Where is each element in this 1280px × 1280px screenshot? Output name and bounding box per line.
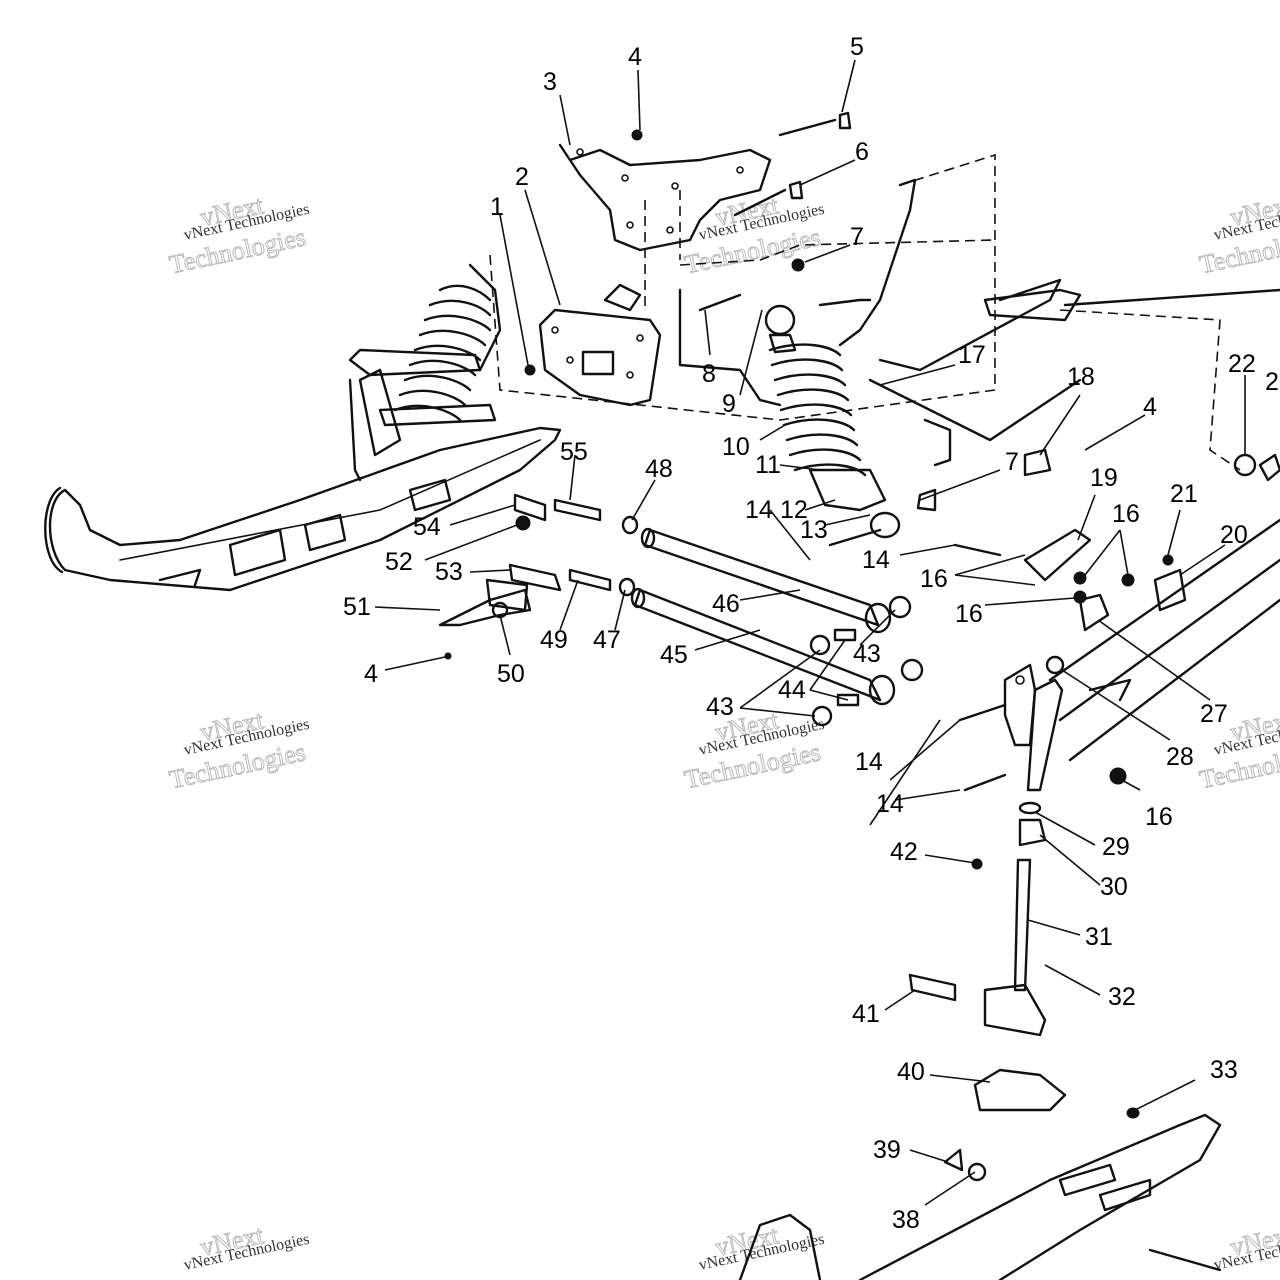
callout-label: 52 xyxy=(385,548,413,576)
callout-label: 18 xyxy=(1067,363,1095,391)
watermark: vNext vNext Technologies xyxy=(697,1220,826,1274)
callout-label: 43 xyxy=(706,693,734,721)
right-shock-absorber xyxy=(764,304,901,539)
callout-label: 39 xyxy=(873,1136,901,1164)
watermark: vNext vNext Technologies xyxy=(182,1220,311,1274)
left-shock-absorber xyxy=(393,263,502,422)
callout-label: 48 xyxy=(645,455,673,483)
callout-label: 5 xyxy=(850,33,864,61)
callout-label: 16 xyxy=(1145,803,1173,831)
callout-label: 14 xyxy=(862,546,890,574)
callout-label: 43 xyxy=(853,640,881,668)
callout-label: 42 xyxy=(890,838,918,866)
shock-mount-plate-part-2 xyxy=(538,283,662,407)
steering-bracket-part-3 xyxy=(558,143,772,310)
callout-label: 21 xyxy=(1170,480,1198,508)
rod-ends-left xyxy=(438,493,639,627)
callout-label: 1 xyxy=(490,193,504,221)
spindle-right xyxy=(908,568,1187,1037)
callout-label: 53 xyxy=(435,558,463,586)
callout-label: 32 xyxy=(1108,983,1136,1011)
callout-label: 14 xyxy=(855,748,883,776)
callout-label: 44 xyxy=(778,676,806,704)
callout-label: 50 xyxy=(497,660,525,688)
callout-label: 16 xyxy=(920,565,948,593)
watermark: vNext vNext Technologies Technologies xyxy=(1196,190,1280,280)
callout-label: 7 xyxy=(850,223,864,251)
callout-label: 30 xyxy=(1100,873,1128,901)
callout-label: 9 xyxy=(722,390,736,418)
callout-label: 51 xyxy=(343,593,371,621)
callout-label: 33 xyxy=(1210,1056,1238,1084)
callout-label: 16 xyxy=(1112,500,1140,528)
callout-label: 13 xyxy=(800,516,828,544)
callout-label: 22 xyxy=(1228,350,1256,378)
bulkhead-frame xyxy=(489,153,996,421)
callout-label: 17 xyxy=(958,341,986,369)
left-ski xyxy=(44,426,562,592)
callout-label: 11 xyxy=(755,451,781,479)
watermark: vNext vNext Technologies Technologies xyxy=(166,190,311,280)
callout-label: 28 xyxy=(1166,743,1194,771)
callout-label: 38 xyxy=(892,1206,920,1234)
callout-label: 45 xyxy=(660,641,688,669)
hardware xyxy=(444,111,1280,1119)
callout-label: 49 xyxy=(540,626,568,654)
callout-label: 55 xyxy=(560,438,588,466)
callout-label: 20 xyxy=(1220,521,1248,549)
callout-label: 14 xyxy=(745,496,773,524)
callout-label: 6 xyxy=(855,138,869,166)
callout-label: 4 xyxy=(628,43,642,71)
radius-rods xyxy=(630,527,924,727)
callout-label: 4 xyxy=(364,660,378,688)
tie-rod-parts xyxy=(828,418,1135,792)
callout-label: 19 xyxy=(1090,464,1118,492)
chassis-rails xyxy=(838,178,1280,762)
callout-label: 29 xyxy=(1102,833,1130,861)
callout-labels: 3 4 5 6 7 2 1 8 9 10 11 12 13 14 14 17 1… xyxy=(343,33,1279,1234)
callout-label: 8 xyxy=(702,360,716,388)
callout-label: 7 xyxy=(1005,448,1019,476)
callout-label: 4 xyxy=(1143,393,1157,421)
callout-label: 3 xyxy=(543,68,557,96)
callout-label: 2 xyxy=(1265,368,1279,396)
callout-label: 41 xyxy=(852,1000,880,1028)
callout-label: 31 xyxy=(1085,923,1113,951)
callout-label: 14 xyxy=(876,790,904,818)
leader-lines xyxy=(374,59,1246,1206)
left-spindle-assembly xyxy=(348,348,497,482)
callout-label: 10 xyxy=(722,433,750,461)
right-ski xyxy=(738,1068,1222,1280)
watermark: vNext vNext Technologies xyxy=(1212,1220,1280,1274)
callout-label: 27 xyxy=(1200,700,1228,728)
callout-label: 54 xyxy=(413,513,441,541)
watermark: vNext vNext Technologies Technologies xyxy=(681,705,826,795)
watermark: vNext vNext Technologies Technologies xyxy=(166,705,311,795)
callout-label: 2 xyxy=(515,163,529,191)
callout-label: 16 xyxy=(955,600,983,628)
callout-label: 40 xyxy=(897,1058,925,1086)
callout-label: 46 xyxy=(712,590,740,618)
callout-label: 12 xyxy=(780,496,808,524)
callout-label: 47 xyxy=(593,626,621,654)
